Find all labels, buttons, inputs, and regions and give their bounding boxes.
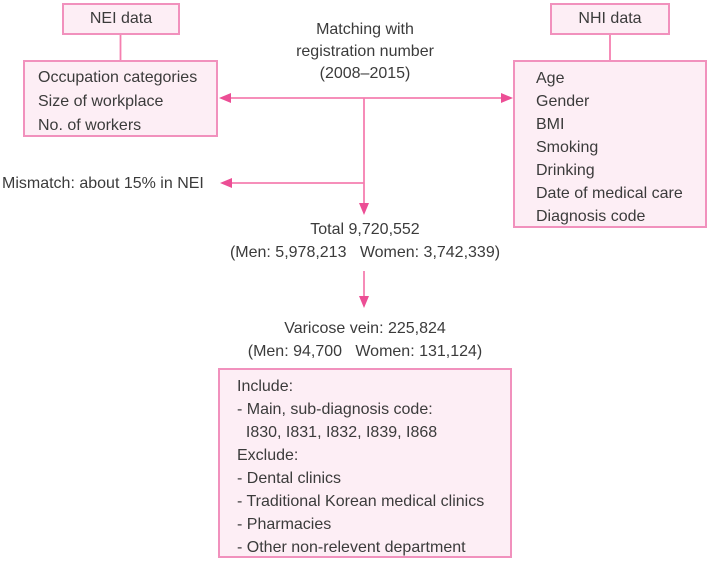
varicose-count-text: Varicose vein: 225,824 (Men: 94,700 Wome… — [205, 317, 525, 363]
total-breakdown-line: (Men: 5,978,213 Women: 3,742,339) — [229, 244, 501, 261]
criteria-line: Include: — [237, 378, 294, 395]
criteria-line: - Dental clinics — [237, 470, 342, 487]
criteria-line: - Main, sub-diagnosis code: — [237, 401, 433, 418]
criteria-line: - Traditional Korean medical clinics — [237, 493, 485, 510]
matching-line-2: registration number — [296, 43, 434, 60]
nhi-attribute-item: Drinking — [536, 162, 595, 179]
nei-attribute-item: Occupation categories — [38, 69, 198, 86]
nhi-attribute-item: Age — [536, 70, 565, 87]
nhi-data-box: NHI data — [550, 3, 670, 35]
nei-data-box: NEI data — [62, 3, 180, 35]
varicose-breakdown-line: (Men: 94,700 Women: 131,124) — [247, 343, 483, 360]
criteria-line: Exclude: — [237, 447, 299, 464]
criteria-line: - Other non-relevent department — [237, 539, 466, 556]
mismatch-label: Mismatch: about 15% in NEI — [2, 175, 204, 192]
nhi-attribute-item: Gender — [536, 93, 590, 110]
criteria-line: I830, I831, I832, I839, I868 — [237, 424, 438, 441]
nei-attributes-box: Occupation categories Size of workplace … — [23, 60, 218, 137]
criteria-line: - Pharmacies — [237, 516, 332, 533]
nhi-data-label: NHI data — [578, 10, 642, 27]
total-count-text: Total 9,720,552 (Men: 5,978,213 Women: 3… — [205, 218, 525, 264]
nhi-attribute-item: Smoking — [536, 139, 599, 156]
total-line: Total 9,720,552 — [310, 221, 420, 238]
nei-data-label: NEI data — [89, 10, 153, 27]
nei-attribute-item: Size of workplace — [38, 93, 164, 110]
nhi-attributes-box: Age Gender BMI Smoking Drinking Date of … — [513, 60, 707, 228]
nei-attribute-item: No. of workers — [38, 117, 142, 134]
matching-line-1: Matching with — [316, 21, 414, 38]
criteria-box: Include: - Main, sub-diagnosis code: I83… — [218, 368, 512, 558]
matching-line-3: (2008–2015) — [319, 65, 411, 82]
nhi-attribute-item: Date of medical care — [536, 185, 683, 202]
varicose-line: Varicose vein: 225,824 — [284, 320, 446, 337]
nhi-attribute-item: Diagnosis code — [536, 208, 646, 225]
nhi-attribute-item: BMI — [536, 116, 565, 133]
matching-caption: Matching with registration number (2008–… — [245, 19, 485, 85]
